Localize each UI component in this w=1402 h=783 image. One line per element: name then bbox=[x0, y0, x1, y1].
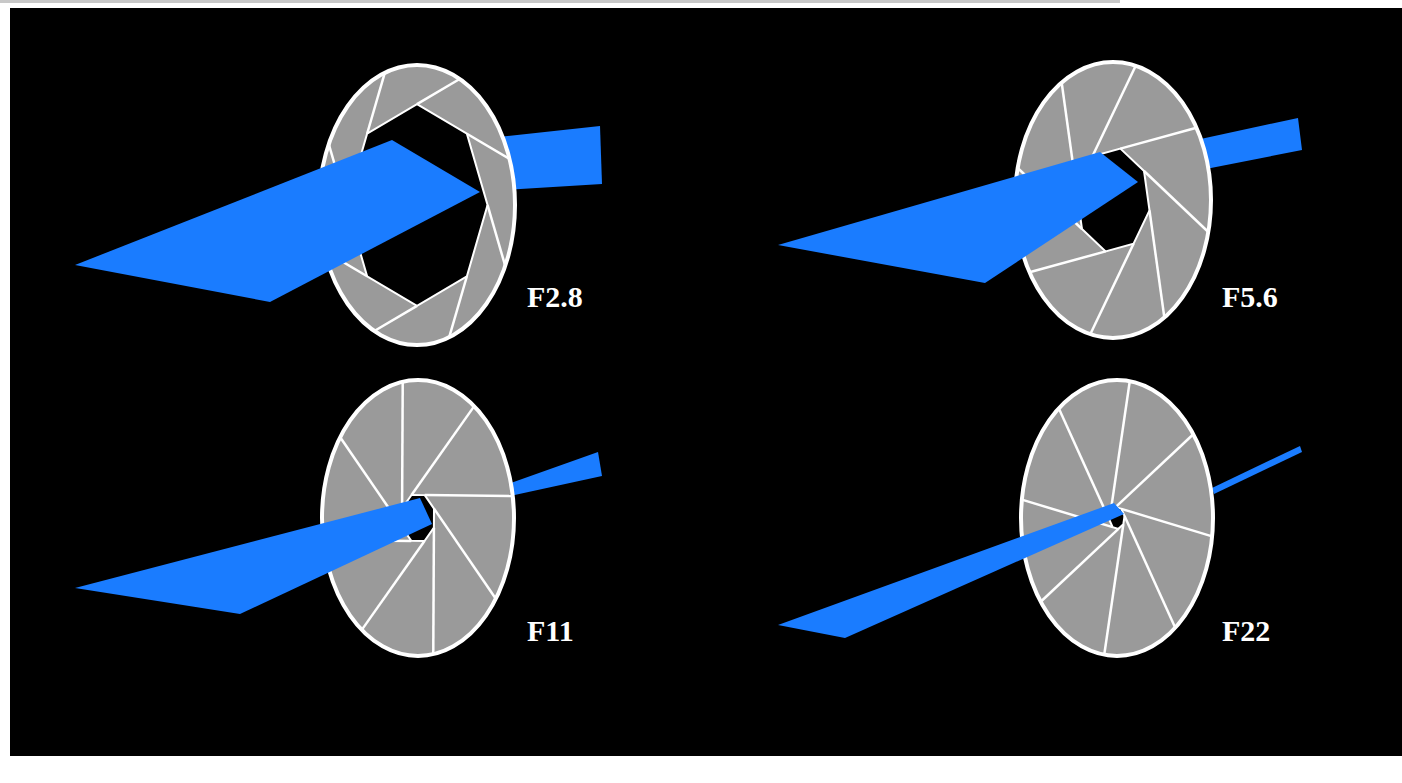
blade-edge bbox=[434, 509, 496, 599]
f-number-label: F2.8 bbox=[527, 282, 583, 312]
blade-edge bbox=[417, 79, 460, 104]
light-beam-in bbox=[778, 152, 1138, 283]
blade-edge bbox=[1090, 244, 1133, 335]
aperture-panel bbox=[75, 65, 602, 345]
blade-edge bbox=[1120, 128, 1196, 149]
blade-edge bbox=[1104, 524, 1123, 655]
light-beam-out bbox=[1212, 446, 1302, 494]
blade-edge bbox=[1149, 210, 1164, 317]
light-beam-in bbox=[75, 498, 432, 614]
iris-diaphragm bbox=[1021, 380, 1213, 656]
blade-edge bbox=[1059, 408, 1110, 520]
aperture-panel bbox=[778, 62, 1302, 338]
aperture-panel bbox=[778, 380, 1302, 656]
blade-edge bbox=[362, 541, 425, 630]
f-number-label: F5.6 bbox=[1222, 282, 1278, 312]
iris-disc bbox=[1021, 380, 1213, 656]
blade-edge bbox=[1092, 66, 1135, 157]
blade-edge bbox=[401, 382, 404, 509]
blade-edge bbox=[467, 134, 510, 159]
blade-edge bbox=[1116, 434, 1194, 507]
blade-edge bbox=[488, 205, 506, 266]
f-number-label: F22 bbox=[1222, 616, 1270, 646]
aperture-panel bbox=[75, 380, 602, 656]
blade-edge bbox=[432, 528, 435, 655]
blade-edge bbox=[1030, 251, 1106, 272]
light-beam-in bbox=[778, 503, 1124, 638]
blade-edge bbox=[367, 73, 385, 134]
light-beam-in bbox=[75, 140, 480, 302]
blade-edge bbox=[449, 276, 467, 337]
light-beam-out bbox=[505, 452, 602, 496]
blade-edge bbox=[1144, 171, 1208, 232]
top-rule bbox=[0, 0, 1120, 3]
blade-edge bbox=[374, 306, 417, 331]
blade-edge bbox=[412, 406, 475, 495]
blade-edge bbox=[1121, 509, 1212, 536]
black-ground bbox=[10, 8, 1402, 756]
blade-edge bbox=[1111, 381, 1130, 512]
f-number-label: F11 bbox=[527, 616, 574, 646]
blade-edge bbox=[1125, 516, 1176, 628]
blade-edge bbox=[425, 494, 513, 497]
